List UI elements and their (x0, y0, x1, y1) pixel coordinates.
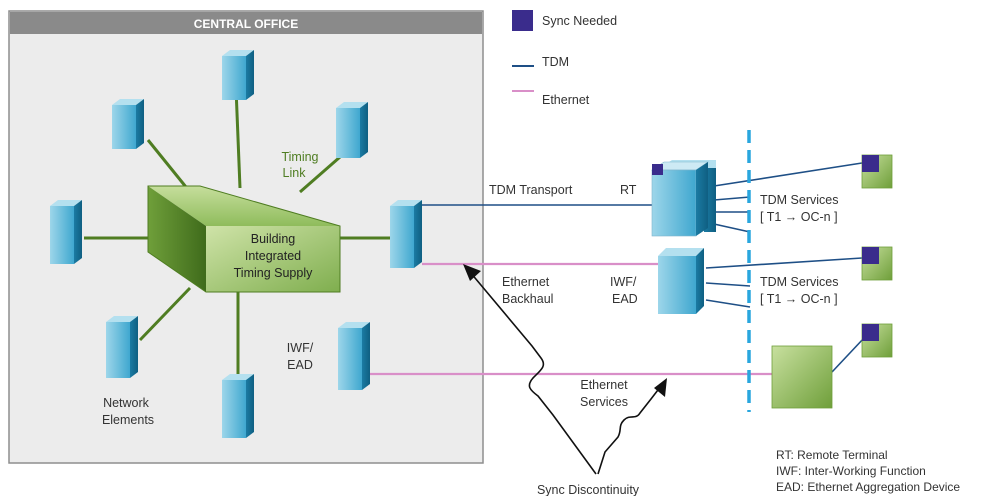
ethernet-ead-box (771, 345, 833, 409)
timing-link-label-line1: Timing (281, 150, 318, 164)
central-office-title: CENTRAL OFFICE (194, 17, 298, 31)
legend-tdm-label: TDM (542, 55, 569, 69)
rt-label: RT (620, 183, 637, 197)
bits-label-line3: Timing Supply (234, 266, 313, 280)
iwf-ead-mid-label-line1: IWF/ (610, 275, 637, 289)
sync-discontinuity-arrow-left (469, 271, 597, 475)
tdm-links (422, 162, 865, 373)
sync-discontinuity-arrowhead-right (654, 378, 667, 397)
network-element-lower-left (106, 316, 138, 378)
rt-to-tdm-services-1c (713, 223, 751, 233)
network-element-upper-left (112, 99, 144, 149)
sync-discontinuity-arrows (463, 264, 667, 475)
green-box-to-customer-3 (831, 337, 865, 373)
iwf-ead-left-label-line1: IWF/ (287, 341, 314, 355)
iwf-ead-left-cube (338, 322, 370, 390)
legend-ethernet-label: Ethernet (542, 93, 590, 107)
rt-sync-needed-marker (652, 164, 663, 175)
network-element-upper-right (336, 102, 368, 158)
iwf-ead-mid-label-line2: EAD (612, 292, 638, 306)
abbreviation-notes: RT: Remote Terminal IWF: Inter-Working F… (776, 448, 960, 494)
bits-label-line2: Integrated (245, 249, 301, 263)
bits-label-line1: Building (251, 232, 296, 246)
customer-2-sync-needed-marker (862, 247, 879, 264)
note-rt: RT: Remote Terminal (776, 448, 888, 462)
tdm-services-1-label-line1: TDM Services (760, 193, 838, 207)
sync-discontinuity-label: Sync Discontinuity (537, 483, 640, 496)
tdm-services-2-label-line1: TDM Services (760, 275, 838, 289)
iwf-to-tdm-services-2b (705, 299, 751, 308)
ethernet-links (370, 262, 776, 376)
timing-link-lower-left (138, 286, 192, 342)
timing-link-top (234, 87, 242, 189)
network-element-bottom (222, 374, 254, 438)
sync-discontinuity-arrow-right (597, 385, 662, 475)
iwf-to-tdm-services-2a (705, 282, 751, 287)
network-element-cubes (50, 50, 422, 438)
network-element-top (222, 50, 254, 100)
central-office-title-bar (10, 12, 482, 34)
network-element-left (50, 200, 82, 264)
customer-3-sync-needed-marker (862, 324, 879, 341)
iwf-ead-mid-cube (658, 248, 704, 314)
ethernet-backhaul-label-line2: Backhaul (502, 292, 553, 306)
legend: Sync Needed TDM Ethernet (512, 10, 617, 107)
customer-device-2 (861, 246, 893, 281)
iwf-ead-left-label-line2: EAD (287, 358, 313, 372)
rt-to-tdm-services-1a (713, 196, 751, 201)
ethernet-backhaul-label-line1: Ethernet (502, 275, 550, 289)
timing-links (84, 87, 392, 380)
timing-link-upper-left (146, 139, 192, 193)
customer-device-3 (861, 323, 893, 358)
remote-terminal (651, 160, 716, 237)
tdm-transport-label: TDM Transport (489, 183, 573, 197)
rt-to-customer-1 (713, 162, 863, 187)
tdm-services-1-label-line2: [ T1 → OC-n ] (760, 210, 838, 224)
note-iwf: IWF: Inter-Working Function (776, 464, 926, 478)
legend-sync-needed-label: Sync Needed (542, 14, 617, 28)
timing-link-label-line2: Link (283, 166, 307, 180)
sync-discontinuity-arrowhead-left (463, 264, 481, 281)
network-elements-label-line1: Network (103, 396, 150, 410)
ethernet-services-label-line1: Ethernet (580, 378, 628, 392)
network-elements-label-line2: Elements (102, 413, 154, 427)
customer-device-1 (861, 154, 893, 189)
customer-1-sync-needed-marker (862, 155, 879, 172)
bits-box: Building Integrated Timing Supply (147, 185, 341, 293)
legend-sync-needed-swatch (512, 10, 533, 31)
note-ead: EAD: Ethernet Aggregation Device (776, 480, 960, 494)
network-element-right (390, 200, 422, 268)
tdm-services-2-label-line2: [ T1 → OC-n ] (760, 292, 838, 306)
iwf-to-customer-2 (705, 257, 863, 269)
ethernet-services-label-line2: Services (580, 395, 628, 409)
